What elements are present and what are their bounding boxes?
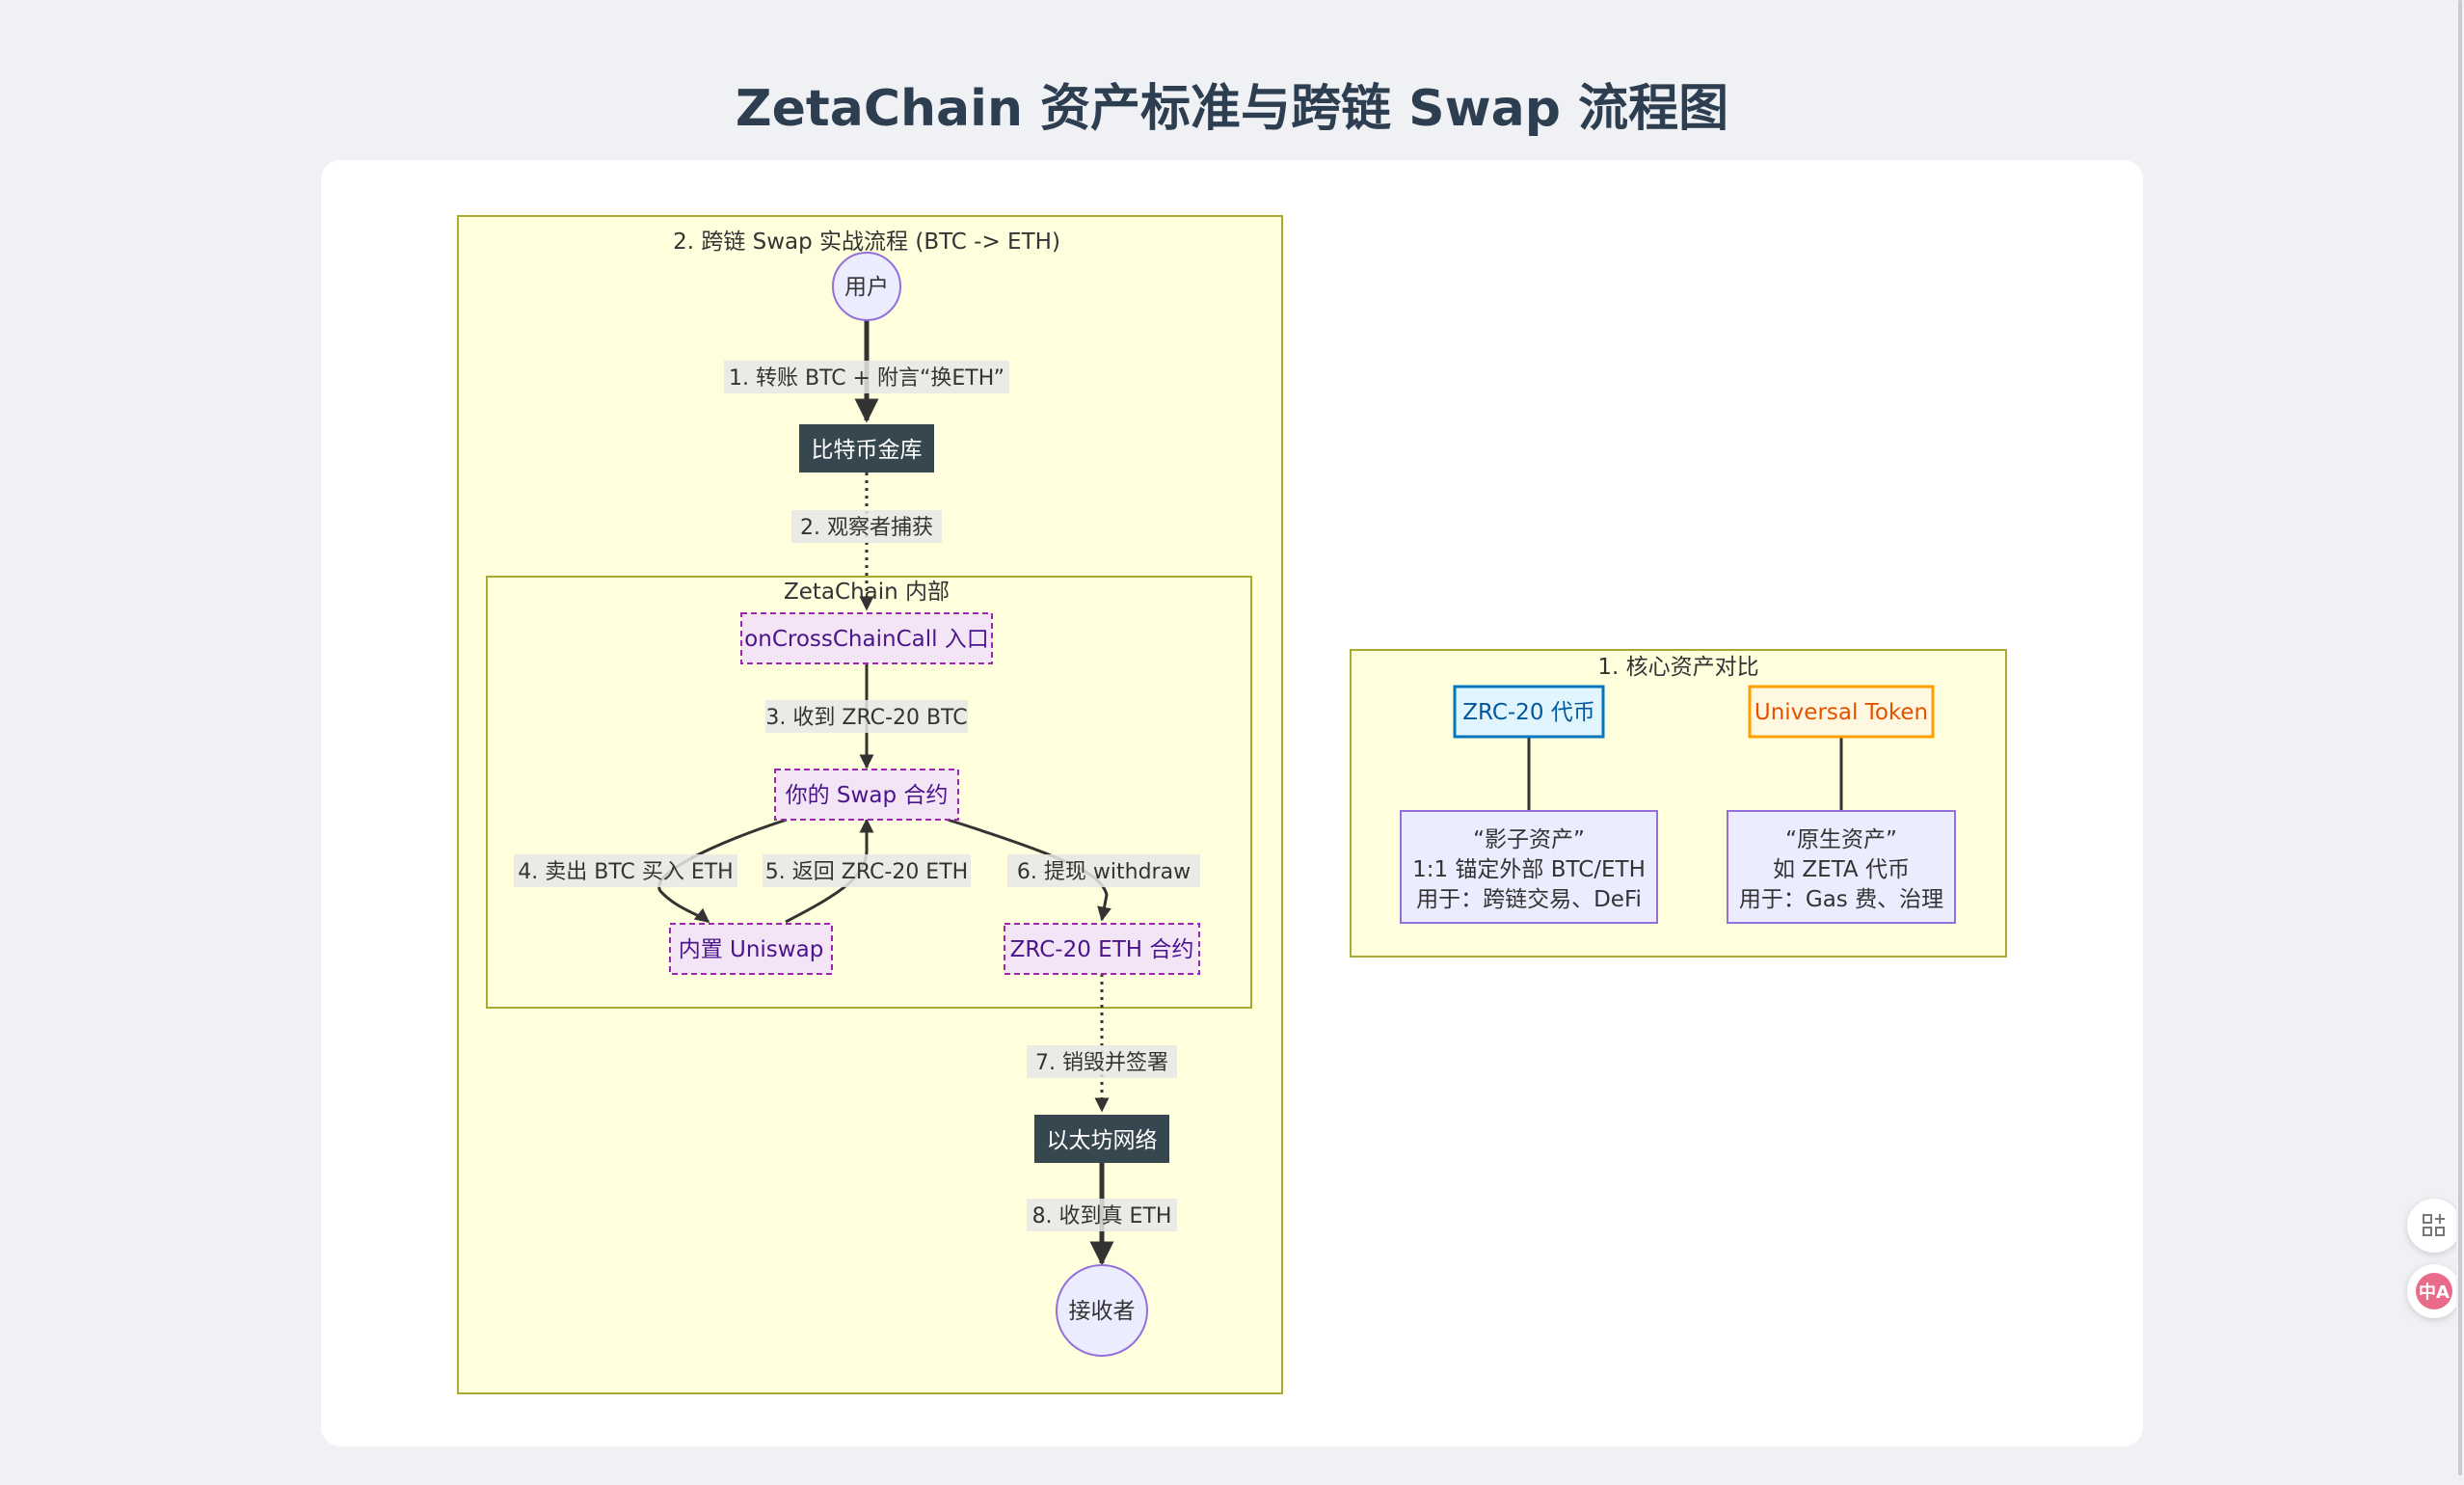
edge-3-label: 3. 收到 ZRC-20 BTC <box>765 700 968 733</box>
svg-text:内置 Uniswap: 内置 Uniswap <box>679 937 824 962</box>
svg-text:6. 提现 withdraw: 6. 提现 withdraw <box>1017 860 1191 884</box>
svg-text:如 ZETA 代币: 如 ZETA 代币 <box>1773 857 1910 882</box>
apps-add-button[interactable] <box>2407 1199 2461 1253</box>
svg-text:4. 卖出 BTC 买入 ETH: 4. 卖出 BTC 买入 ETH <box>518 860 733 884</box>
edge-2-label: 2. 观察者捕获 <box>791 510 942 543</box>
page-title: ZetaChain 资产标准与跨链 Swap 流程图 <box>735 80 1729 138</box>
svg-text:1. 转账 BTC + 附言“换ETH”: 1. 转账 BTC + 附言“换ETH” <box>729 366 1004 391</box>
svg-text:“原生资产”: “原生资产” <box>1785 827 1897 852</box>
node-btc-vault: 比特币金库 <box>799 424 934 472</box>
svg-text:“影子资产”: “影子资产” <box>1473 827 1585 852</box>
translate-button[interactable]: 中A <box>2407 1264 2461 1318</box>
node-user: 用户 <box>832 252 901 321</box>
edge-8-label: 8. 收到真 ETH <box>1027 1199 1177 1231</box>
node-receiver: 接收者 <box>1056 1264 1148 1357</box>
zetachain-cluster-title: ZetaChain 内部 <box>784 580 950 605</box>
svg-text:5. 返回 ZRC-20 ETH: 5. 返回 ZRC-20 ETH <box>765 860 968 884</box>
svg-text:Universal Token: Universal Token <box>1754 700 1928 725</box>
flow-diagram: 2. 跨链 Swap 实战流程 (BTC -> ETH) ZetaChain 内… <box>457 215 2007 1394</box>
node-eth-network: 以太坊网络 <box>1034 1115 1169 1163</box>
node-entry: onCrossChainCall 入口 <box>740 612 993 664</box>
svg-text:3. 收到 ZRC-20 BTC: 3. 收到 ZRC-20 BTC <box>765 706 967 730</box>
node-swap-contract: 你的 Swap 合约 <box>774 769 959 821</box>
apps-add-icon <box>2416 1207 2452 1244</box>
node-universal-token: Universal Token <box>1748 685 1935 739</box>
scrollbar-thumb[interactable] <box>2458 0 2462 1475</box>
edge-5-label: 5. 返回 ZRC-20 ETH <box>763 854 971 887</box>
node-zrc20-token: ZRC-20 代币 <box>1453 685 1605 739</box>
svg-text:用于：Gas 费、治理: 用于：Gas 费、治理 <box>1739 887 1943 912</box>
node-universal-desc: “原生资产” 如 ZETA 代币 用于：Gas 费、治理 <box>1727 810 1956 924</box>
node-zrc20-eth: ZRC-20 ETH 合约 <box>1004 923 1200 975</box>
edge-7-label: 7. 销毁并签署 <box>1027 1045 1177 1078</box>
svg-text:7. 销毁并签署: 7. 销毁并签署 <box>1035 1051 1168 1075</box>
svg-text:1:1 锚定外部 BTC/ETH: 1:1 锚定外部 BTC/ETH <box>1412 857 1646 882</box>
edge-6-label: 6. 提现 withdraw <box>1007 854 1200 887</box>
svg-text:2. 观察者捕获: 2. 观察者捕获 <box>800 516 933 540</box>
edge-1-label: 1. 转账 BTC + 附言“换ETH” <box>724 361 1009 393</box>
edge-4-label: 4. 卖出 BTC 买入 ETH <box>514 854 737 887</box>
svg-text:用于：跨链交易、DeFi: 用于：跨链交易、DeFi <box>1416 887 1642 912</box>
node-uniswap: 内置 Uniswap <box>669 923 833 975</box>
svg-text:你的 Swap 合约: 你的 Swap 合约 <box>786 783 949 808</box>
svg-text:接收者: 接收者 <box>1069 1299 1136 1324</box>
compare-cluster-title: 1. 核心资产对比 <box>1597 655 1758 680</box>
svg-text:8. 收到真 ETH: 8. 收到真 ETH <box>1032 1204 1172 1228</box>
svg-text:用户: 用户 <box>844 275 889 300</box>
svg-text:比特币金库: 比特币金库 <box>812 438 923 463</box>
svg-text:ZRC-20 代币: ZRC-20 代币 <box>1462 700 1595 725</box>
svg-text:ZRC-20 ETH 合约: ZRC-20 ETH 合约 <box>1010 937 1194 962</box>
swap-flow-cluster-title: 2. 跨链 Swap 实战流程 (BTC -> ETH) <box>673 230 1060 255</box>
translate-icon: 中A <box>2416 1273 2452 1310</box>
diagram-card: 2. 跨链 Swap 实战流程 (BTC -> ETH) ZetaChain 内… <box>321 160 2143 1446</box>
svg-text:以太坊网络: 以太坊网络 <box>1047 1128 1158 1153</box>
svg-text:onCrossChainCall 入口: onCrossChainCall 入口 <box>744 627 989 652</box>
node-zrc20-desc: “影子资产” 1:1 锚定外部 BTC/ETH 用于：跨链交易、DeFi <box>1400 810 1658 924</box>
